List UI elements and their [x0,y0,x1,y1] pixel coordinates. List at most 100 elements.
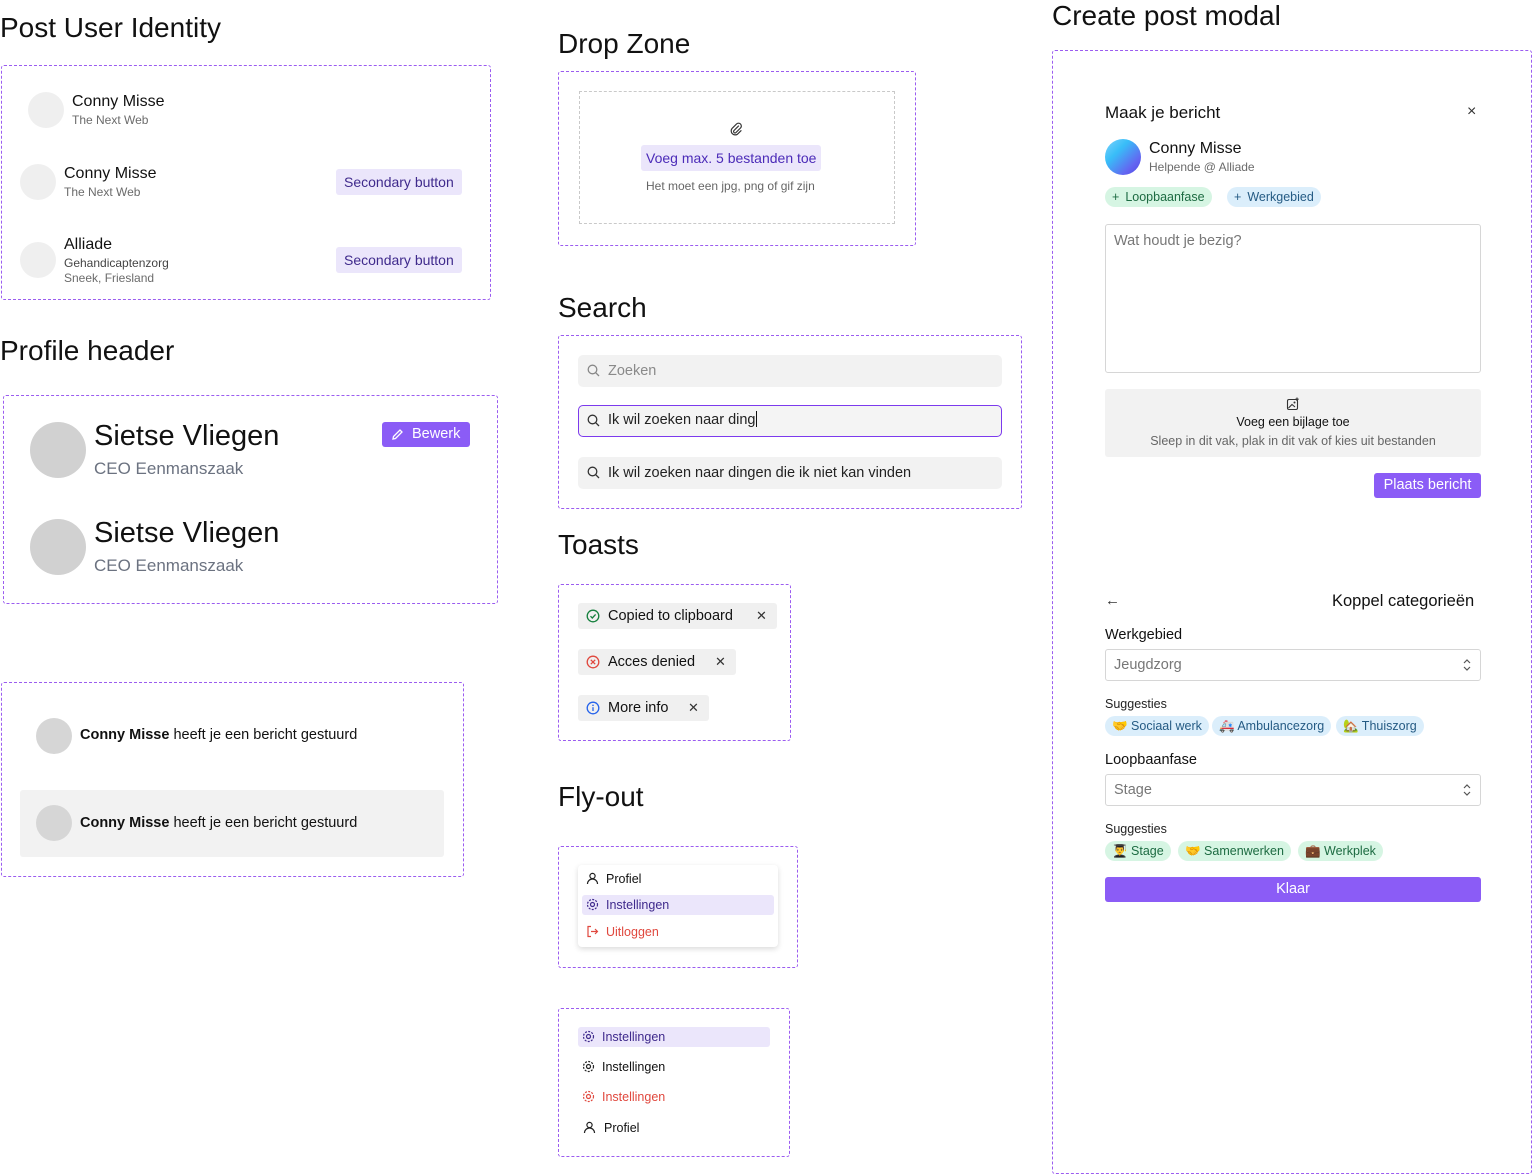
logout-icon [587,925,599,938]
chevron-up-down-icon [1463,659,1471,671]
menu-item-instellingen[interactable]: Instellingen [582,895,774,915]
close-icon[interactable]: ✕ [715,654,726,669]
menu-item-instellingen-danger[interactable]: Instellingen [578,1087,770,1107]
close-icon[interactable]: ✕ [688,700,699,715]
post-textarea[interactable]: Wat houdt je bezig? [1105,224,1481,373]
profile-avatar [30,422,86,478]
gear-icon [582,1090,595,1103]
notifications-frame [1,682,464,877]
drop-zone-hint: Het moet een jpg, png of gif zijn [646,179,815,193]
close-icon[interactable]: ✕ [756,608,767,623]
user-icon [586,872,599,885]
toast-error: Acces denied ✕ [578,649,736,675]
secondary-button[interactable]: Secondary button [336,247,462,273]
edit-label: Bewerk [412,426,461,442]
toast-text: More info [608,700,669,716]
profile-header-title: Profile header [0,335,175,366]
loopbaanfase-label: Loopbaanfase [1105,752,1197,768]
profile-name: Sietse Vliegen [94,517,280,549]
werkgebied-select[interactable]: Jeugdzorg [1105,649,1481,681]
menu-item-label: Instellingen [602,1060,666,1074]
edit-button[interactable]: Bewerk [382,422,470,447]
search-input[interactable]: Zoeken [578,355,1002,387]
profile-header-frame [3,395,498,604]
pencil-icon [392,429,403,440]
done-button[interactable]: Klaar [1105,877,1481,902]
close-icon[interactable]: × [1467,103,1477,120]
profile-avatar [30,519,86,575]
drop-zone-title: Drop Zone [558,28,691,59]
info-circle-icon [586,701,600,715]
search-input-filled[interactable]: Ik wil zoeken naar dingen die ik niet ka… [578,457,1002,489]
drop-zone-area[interactable] [579,91,895,224]
secondary-button[interactable]: Secondary button [336,169,462,195]
menu-item-label: Profiel [604,1121,640,1135]
image-add-icon [1286,397,1299,411]
avatar [1105,139,1141,175]
suggestion-ambulancezorg[interactable]: 🚑 Ambulancezorg [1212,716,1332,736]
toast-info: More info ✕ [578,695,709,721]
attachment-dropzone[interactable]: Voeg een bijlage toe Sleep in dit vak, p… [1105,389,1481,457]
menu-item-profiel[interactable]: Profiel [582,869,774,889]
flyout-frame [558,846,798,968]
chevron-up-down-icon [1463,784,1471,796]
add-files-link[interactable]: Voeg max. 5 bestanden toe [641,145,822,171]
drop-zone-frame [558,71,916,246]
toasts-title: Toasts [558,529,639,560]
gear-icon [586,898,599,911]
post-button[interactable]: Plaats bericht [1374,473,1481,498]
suggestion-samenwerken[interactable]: 🤝 Samenwerken [1178,841,1291,861]
toasts-frame [558,584,791,741]
org-name[interactable]: Alliade [64,236,113,253]
paperclip-icon [730,122,742,136]
user-name[interactable]: Conny Misse [64,165,157,182]
search-input-focused[interactable]: Ik wil zoeken naar ding [578,405,1002,437]
loopbaanfase-select[interactable]: Stage [1105,774,1481,806]
avatar [28,92,64,128]
gear-icon [582,1060,595,1073]
avatar [20,242,56,278]
suggestion-sociaal-werk[interactable]: 🤝 Sociaal werk [1105,716,1209,736]
attachment-hint: Sleep in dit vak, plak in dit vak of kie… [1150,434,1436,448]
categories-heading: Koppel categorieën [1332,592,1475,610]
menu-item-label: Uitloggen [606,925,659,939]
notification-sender: Conny Misse [80,815,170,831]
user-org: The Next Web [72,113,149,127]
post-user-identity-title: Post User Identity [0,12,221,43]
user-org: The Next Web [64,185,141,199]
menu-item-instellingen-active[interactable]: Instellingen [578,1027,770,1047]
text-cursor [755,411,757,427]
menu-item-instellingen-default[interactable]: Instellingen [578,1057,770,1077]
search-icon [587,414,600,427]
plus-icon: + [1234,190,1242,204]
suggestion-thuiszorg[interactable]: 🏡 Thuiszorg [1336,716,1424,736]
search-value: Ik wil zoeken naar ding [608,412,756,428]
user-name[interactable]: Conny Misse [72,93,165,110]
profile-role: CEO Eenmanszaak [94,459,244,478]
toast-text: Copied to clipboard [608,608,733,624]
notification-item-hover[interactable]: Conny Misse heeft je een bericht gestuur… [20,790,444,857]
notification-text: heeft je een bericht gestuurd [169,815,358,831]
menu-item-profiel[interactable]: Profiel [578,1118,770,1138]
search-icon [587,466,600,479]
menu-item-uitloggen[interactable]: Uitloggen [582,922,774,942]
profile-role: CEO Eenmanszaak [94,556,244,575]
suggestion-werkplek[interactable]: 💼 Werkplek [1298,841,1383,861]
gear-icon [582,1030,595,1043]
werkgebied-value: Jeugdzorg [1114,657,1182,673]
tag-loopbaanfase[interactable]: +Loopbaanfase [1105,187,1212,207]
tag-werkgebied[interactable]: +Werkgebied [1227,187,1321,207]
suggestion-stage[interactable]: 👨‍🎓 Stage [1105,841,1171,861]
create-post-modal-title: Create post modal [1052,0,1281,31]
flyout-variants-frame [558,1008,790,1157]
avatar [36,718,72,754]
menu-item-label: Instellingen [606,898,670,912]
back-arrow-icon[interactable]: ← [1105,592,1120,609]
user-icon [583,1121,596,1134]
search-value: Ik wil zoeken naar dingen die ik niet ka… [608,465,912,481]
post-user-identity-frame [1,65,491,300]
notification-sender: Conny Misse [80,727,170,743]
notification-item[interactable]: Conny Misse heeft je een bericht gestuur… [20,708,444,764]
modal-heading: Maak je bericht [1105,103,1221,122]
menu-item-label: Instellingen [602,1030,666,1044]
